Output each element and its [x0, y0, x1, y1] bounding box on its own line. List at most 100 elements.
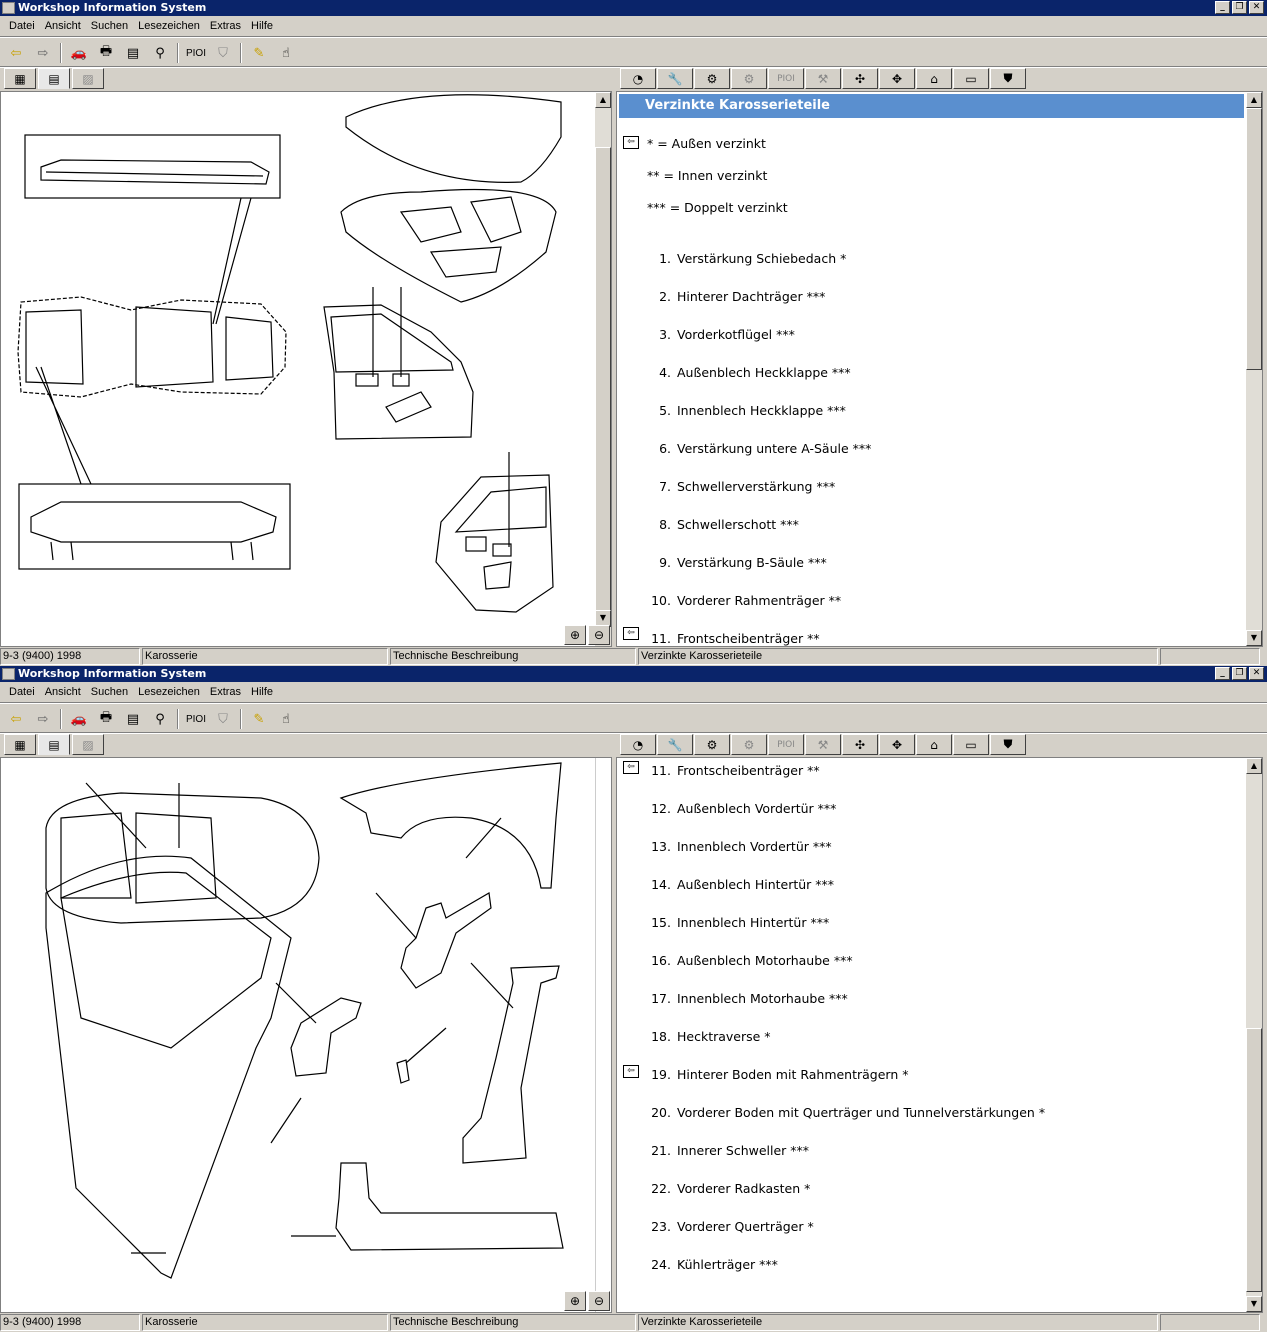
car-icon[interactable]: 🚗 [70, 711, 88, 727]
zoom-out-icon[interactable]: ⊖ [588, 625, 610, 645]
tab-wrench-icon[interactable]: 🔧 [657, 734, 693, 755]
vertical-scrollbar[interactable]: ▲ ▼ [1246, 758, 1262, 1312]
list-item[interactable]: 20.Vorderer Boden mit Querträger und Tun… [647, 1105, 1045, 1120]
tab-special-tools-icon[interactable]: ✣ [842, 734, 878, 755]
list-item[interactable]: 11.Frontscheibenträger ** [647, 763, 819, 778]
tab-gears-icon[interactable]: ⚙ [694, 68, 730, 89]
back-arrow-icon[interactable]: ⇦ [10, 45, 22, 61]
restore-button[interactable]: ❐ [1232, 1, 1247, 14]
pencil-icon[interactable]: ✎ [253, 45, 265, 61]
pioi-button[interactable]: PIOI [185, 713, 206, 725]
zoom-in-icon[interactable]: ⊕ [564, 1291, 586, 1311]
close-button[interactable]: ✕ [1249, 667, 1264, 680]
list-item[interactable]: 19.Hinterer Boden mit Rahmenträgern * [647, 1067, 908, 1082]
pioi-button[interactable]: PIOI [185, 47, 206, 59]
list-item[interactable]: 1.Verstärkung Schiebedach * [647, 251, 846, 266]
menu-lesezeichen[interactable]: Lesezeichen [138, 686, 200, 698]
list-item[interactable]: 4.Außenblech Heckklappe *** [647, 365, 851, 380]
menu-suchen[interactable]: Suchen [90, 20, 129, 32]
document-icon[interactable]: ▤ [126, 711, 140, 727]
tab-service-icon[interactable]: ⌂ [916, 734, 952, 755]
list-item[interactable]: 9.Verstärkung B-Säule *** [647, 555, 827, 570]
tab-service-icon[interactable]: ⌂ [916, 68, 952, 89]
print-icon[interactable]: 🖶 [99, 710, 113, 725]
filter-icon[interactable]: ⛉ [218, 45, 228, 61]
tab-shirt-icon[interactable]: ⛊ [990, 734, 1026, 755]
vertical-scrollbar[interactable]: ▲ ▼ [1246, 92, 1262, 646]
close-button[interactable]: ✕ [1249, 1, 1264, 14]
tab-wrench-icon[interactable]: 🔧 [657, 68, 693, 89]
forward-arrow-icon[interactable]: ⇨ [37, 45, 49, 61]
list-item[interactable]: 13.Innenblech Vordertür *** [647, 839, 832, 854]
menu-hilfe[interactable]: Hilfe [251, 20, 274, 32]
list-item[interactable]: 10.Vorderer Rahmenträger ** [647, 593, 841, 608]
list-item[interactable]: 14.Außenblech Hintertür *** [647, 877, 834, 892]
list-item[interactable]: 11.Frontscheibenträger ** [647, 631, 819, 646]
zoom-in-icon[interactable]: ⊕ [564, 625, 586, 645]
menu-hilfe[interactable]: Hilfe [251, 686, 274, 698]
tab-list-icon[interactable]: ▤ [38, 734, 70, 755]
document-icon[interactable]: ▤ [126, 45, 140, 61]
link-icon[interactable]: ⇦ [623, 136, 639, 149]
tab-gauge-icon[interactable]: ◔ [620, 68, 656, 89]
pointer-icon[interactable]: ☝ [282, 711, 290, 727]
list-item[interactable]: 7.Schwellerverstärkung *** [647, 479, 835, 494]
list-item[interactable]: 22.Vorderer Radkasten * [647, 1181, 810, 1196]
list-item[interactable]: 16.Außenblech Motorhaube *** [647, 953, 852, 968]
tab-list-icon[interactable]: ▤ [38, 68, 70, 89]
scroll-down-arrow-icon[interactable]: ▼ [595, 610, 611, 626]
tab-tree-icon[interactable]: ▦ [4, 734, 36, 755]
scroll-thumb[interactable] [1246, 108, 1262, 370]
list-item[interactable]: 6.Verstärkung untere A-Säule *** [647, 441, 871, 456]
scroll-thumb[interactable] [595, 147, 611, 627]
scroll-up-arrow-icon[interactable]: ▲ [595, 92, 611, 108]
link-icon[interactable]: ⇦ [623, 761, 639, 774]
tab-tree-icon[interactable]: ▦ [4, 68, 36, 89]
scroll-up-arrow-icon[interactable]: ▲ [1246, 92, 1262, 108]
vertical-scrollbar[interactable]: ▲ ▼ [595, 92, 611, 646]
menu-datei[interactable]: Datei [9, 20, 35, 32]
tab-manual-icon[interactable]: ▭ [953, 734, 989, 755]
print-icon[interactable]: 🖶 [99, 44, 113, 59]
zoom-out-icon[interactable]: ⊖ [588, 1291, 610, 1311]
tab-special-tools-icon[interactable]: ✣ [842, 68, 878, 89]
list-item[interactable]: 21.Innerer Schweller *** [647, 1143, 809, 1158]
tab-move-icon[interactable]: ✥ [879, 68, 915, 89]
tab-image-icon[interactable]: ▨ [72, 734, 104, 755]
menu-lesezeichen[interactable]: Lesezeichen [138, 20, 200, 32]
back-arrow-icon[interactable]: ⇦ [10, 711, 22, 727]
menu-extras[interactable]: Extras [209, 20, 242, 32]
list-item[interactable]: 17.Innenblech Motorhaube *** [647, 991, 848, 1006]
tab-parts-icon[interactable]: ⚙ [731, 68, 767, 89]
scroll-thumb[interactable] [1246, 1028, 1262, 1292]
tab-move-icon[interactable]: ✥ [879, 734, 915, 755]
link-icon[interactable]: ⇦ [623, 627, 639, 640]
scroll-down-arrow-icon[interactable]: ▼ [1246, 630, 1262, 646]
tab-image-icon[interactable]: ▨ [72, 68, 104, 89]
tab-manual-icon[interactable]: ▭ [953, 68, 989, 89]
pencil-icon[interactable]: ✎ [253, 711, 265, 727]
list-item[interactable]: 3.Vorderkotflügel *** [647, 327, 795, 342]
list-item[interactable]: 12.Außenblech Vordertür *** [647, 801, 836, 816]
list-item[interactable]: 8.Schwellerschott *** [647, 517, 799, 532]
menu-datei[interactable]: Datei [9, 686, 35, 698]
binoculars-icon[interactable]: ⚲ [155, 45, 165, 61]
tab-pioi[interactable]: PIOI [768, 68, 804, 89]
list-item[interactable]: 18.Hecktraverse * [647, 1029, 770, 1044]
menu-ansicht[interactable]: Ansicht [44, 20, 81, 32]
pointer-icon[interactable]: ☝ [282, 45, 290, 61]
tab-gears-icon[interactable]: ⚙ [694, 734, 730, 755]
scroll-down-arrow-icon[interactable]: ▼ [1246, 1296, 1262, 1312]
menu-suchen[interactable]: Suchen [90, 686, 129, 698]
binoculars-icon[interactable]: ⚲ [155, 711, 165, 727]
minimize-button[interactable]: _ [1215, 667, 1230, 680]
scroll-up-arrow-icon[interactable]: ▲ [1246, 758, 1262, 774]
link-icon[interactable]: ⇦ [623, 1065, 639, 1078]
filter-icon[interactable]: ⛉ [218, 711, 228, 727]
list-item[interactable]: 23.Vorderer Querträger * [647, 1219, 814, 1234]
minimize-button[interactable]: _ [1215, 1, 1230, 14]
tab-gauge-icon[interactable]: ◔ [620, 734, 656, 755]
tab-shirt-icon[interactable]: ⛊ [990, 68, 1026, 89]
restore-button[interactable]: ❐ [1232, 667, 1247, 680]
vertical-scrollbar[interactable] [595, 758, 611, 1312]
